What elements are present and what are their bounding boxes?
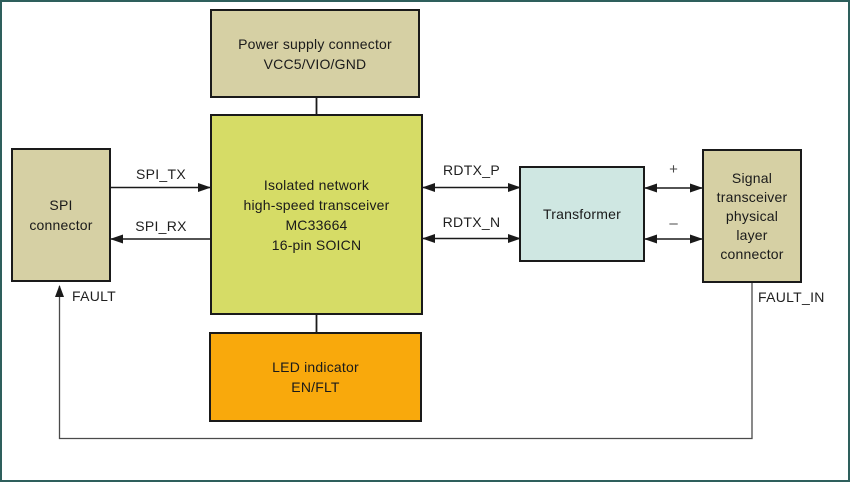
rdtx-p-label: RDTX_P: [442, 162, 501, 178]
block-spi-connector: SPI connector: [11, 148, 111, 282]
signal-transceiver-connector-label: Signal transceiver physical layer connec…: [716, 169, 788, 262]
fault-label: FAULT: [72, 288, 117, 304]
block-led-indicator: LED indicator EN/FLT: [209, 332, 422, 422]
block-transformer: Transformer: [519, 166, 645, 262]
led-indicator-label: LED indicator EN/FLT: [272, 359, 359, 395]
plus-label: +: [669, 161, 678, 178]
block-isolated-transceiver: Isolated network high-speed transceiver …: [210, 114, 423, 315]
minus-label: –: [669, 215, 678, 232]
block-power-supply-connector: Power supply connector VCC5/VIO/GND: [210, 9, 420, 98]
spi-connector-label: SPI connector: [29, 197, 93, 233]
spi-tx-label: SPI_TX: [135, 166, 187, 182]
isolated-transceiver-label: Isolated network high-speed transceiver …: [243, 176, 390, 253]
power-supply-connector-label: Power supply connector VCC5/VIO/GND: [238, 35, 392, 72]
rdtx-n-label: RDTX_N: [442, 214, 501, 230]
fault-in-label: FAULT_IN: [758, 289, 825, 305]
block-signal-transceiver-connector: Signal transceiver physical layer connec…: [702, 149, 802, 283]
transformer-label: Transformer: [543, 206, 621, 222]
spi-rx-label: SPI_RX: [135, 218, 187, 234]
